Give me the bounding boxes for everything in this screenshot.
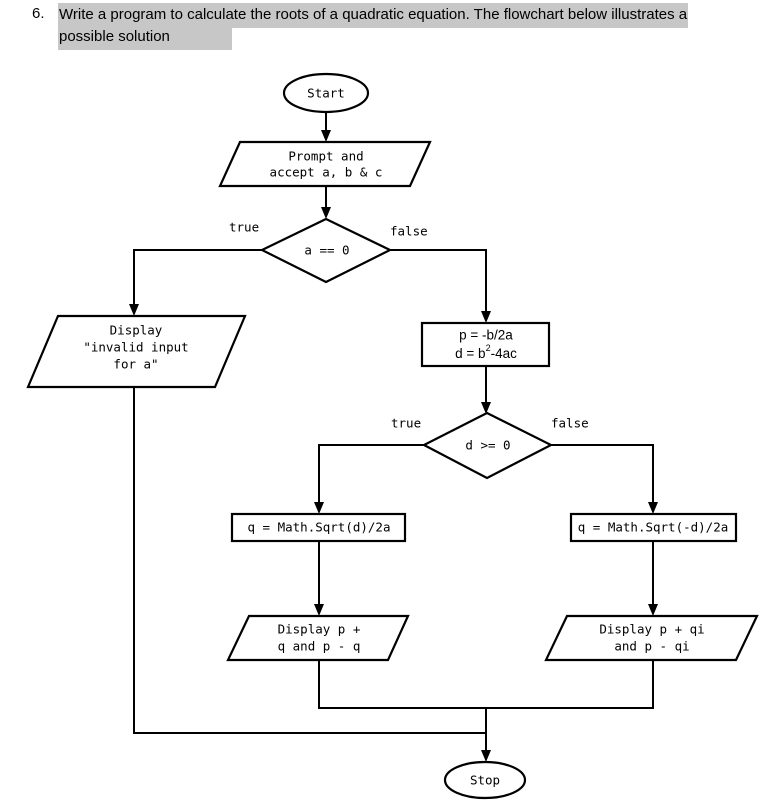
q-real-label: q = Math.Sqrt(d)/2a xyxy=(248,520,391,535)
arrowhead-start-to-input xyxy=(321,130,331,142)
arrowhead-qreal-to-display-real xyxy=(314,604,324,616)
arrowhead-decision-a-true xyxy=(129,304,139,316)
compute-label-line-1: p = -b/2a xyxy=(459,328,513,343)
node-input-prompt[interactable]: Prompt and accept a, b & c xyxy=(218,140,432,188)
stop-label: Stop xyxy=(470,773,500,788)
display-imag-io-shape xyxy=(544,614,759,662)
edge-label-a-true: true xyxy=(229,220,259,235)
node-start[interactable]: Start xyxy=(282,72,370,114)
q-imag-label: q = Math.Sqrt(-d)/2a xyxy=(578,520,729,535)
decision-d-shape xyxy=(421,411,554,480)
compute-process-shape xyxy=(420,321,551,368)
question-text-line-1: Write a program to calculate the roots o… xyxy=(58,3,689,28)
input-label-line-1: Prompt and xyxy=(288,149,363,164)
node-stop[interactable]: Stop xyxy=(443,760,527,800)
invalid-label-line-1: Display xyxy=(110,323,163,338)
edge-label-d-false: false xyxy=(551,416,589,431)
connector-display-imag-to-merge xyxy=(486,660,654,709)
display-real-label-line-1: Display p + xyxy=(278,622,361,637)
connectors xyxy=(129,112,658,762)
input-io-shape xyxy=(218,140,432,188)
arrowhead-qimag-to-display-imag xyxy=(648,604,658,616)
display-real-label-line-2: q and p - q xyxy=(278,639,361,654)
question-number: 6. xyxy=(32,5,45,22)
invalid-label-line-3: for a" xyxy=(113,357,158,372)
start-terminator-shape xyxy=(282,72,370,114)
q-imag-process-shape xyxy=(569,512,738,543)
edge-label-a-false: false xyxy=(390,224,428,239)
invalid-label-line-2: "invalid input xyxy=(83,340,188,355)
connector-decision-a-false xyxy=(390,249,487,314)
compute-label-line-2: d = b2-4ac xyxy=(455,343,517,360)
compute-label-line-2-pre: d = b xyxy=(455,346,485,361)
connector-display-real-to-merge xyxy=(318,660,486,709)
decision-a-shape xyxy=(259,217,393,284)
node-decision-a-equals-zero[interactable]: a == 0 xyxy=(259,217,393,284)
node-decision-d-ge-zero[interactable]: d >= 0 xyxy=(421,411,554,480)
start-label: Start xyxy=(307,86,345,101)
edge-labels: true false true false xyxy=(229,220,589,431)
node-compute-p-and-d[interactable]: p = -b/2a d = b2-4ac xyxy=(420,321,551,368)
display-imag-label-line-1: Display p + qi xyxy=(599,622,704,637)
invalid-io-shape xyxy=(26,314,247,389)
connector-invalid-to-stop-rail xyxy=(133,387,486,734)
node-display-complex-roots[interactable]: Display p + qi and p - qi xyxy=(544,614,759,662)
node-display-invalid-input[interactable]: Display "invalid input for a" xyxy=(26,314,247,389)
edge-label-d-true: true xyxy=(391,416,421,431)
arrowhead-decision-d-false xyxy=(648,502,658,514)
connector-decision-d-true xyxy=(318,444,424,505)
q-real-process-shape xyxy=(230,512,407,543)
connector-decision-d-false xyxy=(551,444,654,505)
decision-d-label: d >= 0 xyxy=(465,438,510,453)
stop-terminator-shape xyxy=(443,760,527,800)
display-real-io-shape xyxy=(226,614,410,662)
question-text-line-2: possible solution xyxy=(58,25,232,50)
question-block: 6. Write a program to calculate the root… xyxy=(0,0,780,56)
arrowhead-compute-to-decision-d xyxy=(481,402,491,414)
arrowhead-decision-d-true xyxy=(314,502,324,514)
decision-a-label: a == 0 xyxy=(304,243,349,258)
connector-decision-a-true xyxy=(133,249,262,307)
arrowhead-input-to-decision-a xyxy=(321,207,331,219)
compute-label-line-2-post: -4ac xyxy=(491,346,518,361)
arrowhead-merge-to-stop xyxy=(481,750,491,762)
compute-label-line-2-superscript: 2 xyxy=(486,343,491,353)
node-q-real[interactable]: q = Math.Sqrt(d)/2a xyxy=(230,512,407,543)
display-imag-label-line-2: and p - qi xyxy=(614,639,689,654)
node-q-imaginary[interactable]: q = Math.Sqrt(-d)/2a xyxy=(569,512,738,543)
node-display-real-roots[interactable]: Display p + q and p - q xyxy=(226,614,410,662)
input-label-line-2: accept a, b & c xyxy=(270,165,383,180)
arrowhead-decision-a-false xyxy=(481,311,491,323)
